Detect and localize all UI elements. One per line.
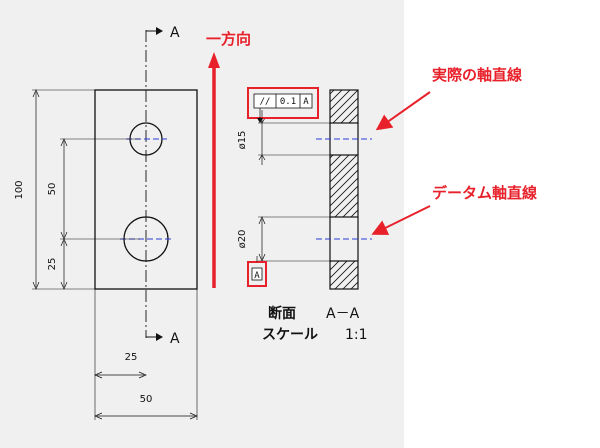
- scale-label: スケール: [262, 327, 318, 343]
- section-hatch-top: [329, 89, 359, 124]
- annotation-datum-axis: データム軸直線: [371, 184, 537, 235]
- direction-label: 一方向: [206, 30, 251, 48]
- scale-value: 1:1: [345, 327, 368, 343]
- dim-diameter-upper: ø15: [237, 131, 248, 150]
- dim-height-between-holes: 50: [47, 183, 58, 196]
- datum-axis-label: データム軸直線: [432, 184, 537, 202]
- gdt-tolerance: 0.1: [280, 97, 296, 107]
- dim-diameter-lower: ø20: [237, 230, 248, 249]
- section-arrow-bottom: A: [146, 331, 180, 347]
- direction-indicator: 一方向: [206, 30, 251, 288]
- actual-axis-label: 実際の軸直線: [432, 66, 522, 84]
- gdt-parallel-symbol: //: [260, 97, 271, 107]
- drawing-background: [0, 0, 404, 448]
- front-view: A A 100 50 25: [14, 25, 198, 420]
- gdt-datum-ref: A: [303, 97, 309, 107]
- section-marker-bottom: A: [170, 331, 180, 347]
- section-arrow-top: A: [146, 25, 180, 41]
- datum-flag: A: [247, 256, 267, 287]
- dim-height-lower: 25: [47, 258, 58, 271]
- dim-width-to-center: 25: [125, 352, 138, 363]
- annotation-actual-axis: 実際の軸直線: [375, 66, 522, 131]
- datum-flag-label: A: [254, 271, 260, 281]
- gdt-frame: // 0.1 A: [247, 87, 319, 123]
- section-label: 断面: [268, 305, 296, 322]
- section-id: A－A: [326, 306, 360, 322]
- plate-outline: [94, 89, 198, 290]
- section-hatch-bottom: [329, 260, 359, 290]
- section-hatch-middle: [329, 154, 359, 218]
- section-marker-top: A: [170, 25, 180, 41]
- dim-width-total: 50: [140, 394, 153, 405]
- section-view: ø15 ø20 // 0.1 A A 断面 A－A スケール 1:1: [237, 87, 372, 343]
- dim-height-total: 100: [14, 180, 25, 199]
